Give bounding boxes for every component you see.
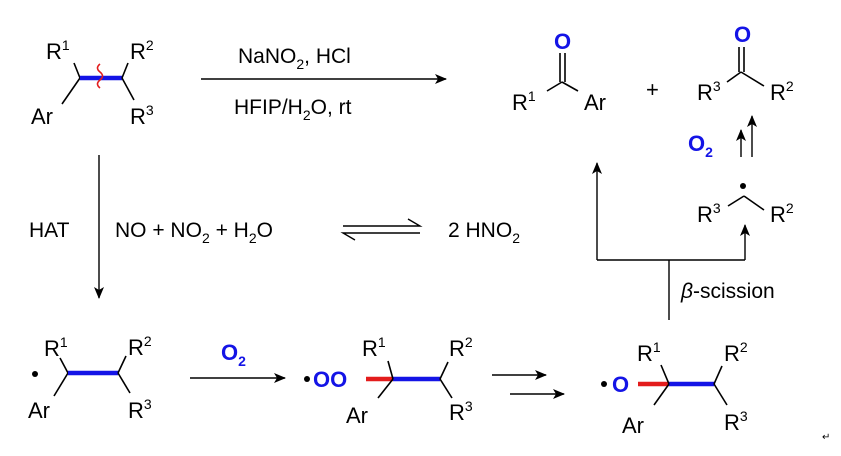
ketone2-r3: R3	[697, 78, 721, 105]
ketone1-ar: Ar	[584, 90, 606, 115]
bond-r1	[387, 360, 394, 380]
radical-r2: R2	[770, 200, 794, 227]
bond-r3	[439, 378, 453, 399]
radical-dot	[32, 371, 38, 377]
radical-r3: R3	[697, 200, 721, 227]
aryl-ketone-product: O R1 Ar	[512, 29, 606, 115]
equilibrium-reverse-half-arrow	[340, 232, 420, 241]
bond-r1	[59, 357, 69, 374]
alkoxyl-radical: O R1 Ar R2 R3	[601, 339, 748, 438]
radical-dot	[304, 376, 310, 382]
oxidation-o2: O2	[688, 131, 713, 160]
bond-r3	[117, 372, 131, 394]
bond-r3	[121, 77, 135, 101]
alkoxyl-o: O	[612, 372, 629, 397]
bond-r2	[743, 195, 765, 211]
bond-r2	[121, 62, 129, 79]
bond-r2	[740, 71, 765, 87]
peroxyl-r1: R1	[362, 334, 386, 361]
bond-ar	[561, 81, 579, 92]
bond-r3	[726, 71, 742, 83]
carbon-radical: R1 Ar R2 R3	[28, 333, 152, 423]
substrate-r3: R3	[130, 102, 154, 129]
bond-cleavage-wavy-mark	[96, 63, 104, 89]
plus-sign: +	[646, 77, 659, 102]
substrate-r1: R1	[46, 37, 70, 64]
alkyl-radical: R3 R2	[697, 183, 794, 227]
equilibrium-forward-half-arrow	[343, 218, 423, 227]
alkoxyl-r3: R3	[724, 408, 748, 435]
ketone2-oxygen: O	[734, 22, 751, 47]
bond-ar	[653, 383, 670, 406]
bond-r1	[546, 81, 563, 92]
peroxyl-radical: OO R1 Ar R2 R3	[304, 334, 473, 428]
o2-addition-label: O2	[221, 340, 246, 369]
bond-ar	[377, 378, 394, 399]
reagent-line1: NaNO2, HCl	[238, 45, 351, 72]
bond-ar	[61, 77, 81, 105]
radical1-r2: R2	[128, 333, 152, 360]
radical1-r3: R3	[128, 396, 152, 423]
substrate-ar: Ar	[31, 104, 53, 129]
ketone1-oxygen: O	[554, 29, 571, 54]
hat-label: HAT	[29, 219, 70, 242]
equilibrium-arrows	[340, 218, 423, 241]
peroxyl-r2: R2	[449, 334, 473, 361]
dialkyl-ketone-product: O R3 R2	[697, 22, 794, 105]
peroxyl-oo: OO	[313, 367, 347, 392]
peroxyl-r3: R3	[449, 398, 473, 425]
ketone1-r1: R1	[512, 88, 536, 115]
bond-r2	[117, 355, 127, 374]
bond-r3	[727, 195, 745, 207]
bond-r2	[439, 361, 449, 380]
alkoxyl-r2: R2	[724, 339, 748, 366]
nox-equilibrium-reactants: NO + NO2 + H2O	[115, 219, 273, 246]
radical1-r1: R1	[44, 334, 68, 361]
hno2-product: 2 HNO2	[448, 219, 520, 246]
paragraph-return-mark: ↵	[822, 432, 830, 443]
beta-scission-label: β-scission	[680, 280, 775, 303]
radical-dot	[740, 183, 746, 189]
peroxyl-ar: Ar	[346, 403, 368, 428]
bond-r1	[660, 364, 670, 385]
substrate-r2: R2	[130, 37, 154, 64]
alkoxyl-r1: R1	[637, 339, 661, 366]
radical1-ar: Ar	[28, 398, 50, 423]
alkoxyl-ar: Ar	[622, 413, 644, 438]
substrate-molecule: R1 Ar R2 R3	[31, 37, 154, 129]
bond-r1	[73, 62, 81, 79]
bond-r3	[713, 383, 728, 406]
radical-dot	[601, 381, 607, 387]
ketone2-r2: R2	[770, 78, 794, 105]
bond-r2	[713, 365, 723, 385]
reagent-line2: HFIP/H2O, rt	[234, 96, 352, 123]
bond-ar	[53, 372, 69, 397]
